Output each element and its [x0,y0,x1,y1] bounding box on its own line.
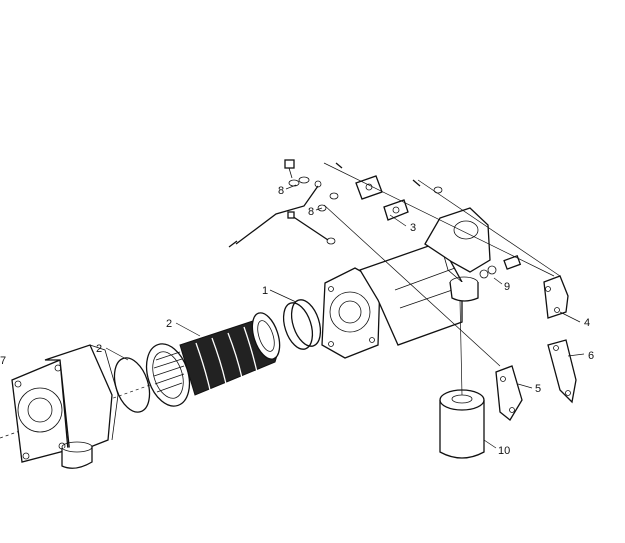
long-bolt [291,215,329,241]
banjo-bolt-lower [317,192,339,212]
o-ring-left [113,357,151,413]
end-cover-housing [11,344,119,469]
oil-cooler-housing [321,207,491,359]
callout-7: 7 [0,355,6,367]
relief-valve [479,255,522,279]
gasket-4 [543,275,569,319]
bracket-plate-6 [547,339,577,404]
callout-2-core: 2 [166,318,172,330]
callout-9: 9 [504,281,510,293]
callout-5: 5 [535,383,541,395]
banjo-bolt-upper [284,159,310,187]
oil-pipe [235,185,319,245]
callout-8-upper: 8 [278,185,284,197]
gasket-5 [495,365,523,421]
callout-6: 6 [588,350,594,362]
callout-10: 10 [498,445,510,457]
callout-2-left: 2 [96,343,102,355]
callout-1: 1 [262,285,268,297]
oil-filter [439,389,485,459]
o-ring-pair [282,299,322,350]
cooler-core-bundle [179,312,281,396]
callout-4: 4 [584,317,590,329]
callout-3: 3 [410,222,416,234]
callout-8-lower: 8 [308,206,314,218]
